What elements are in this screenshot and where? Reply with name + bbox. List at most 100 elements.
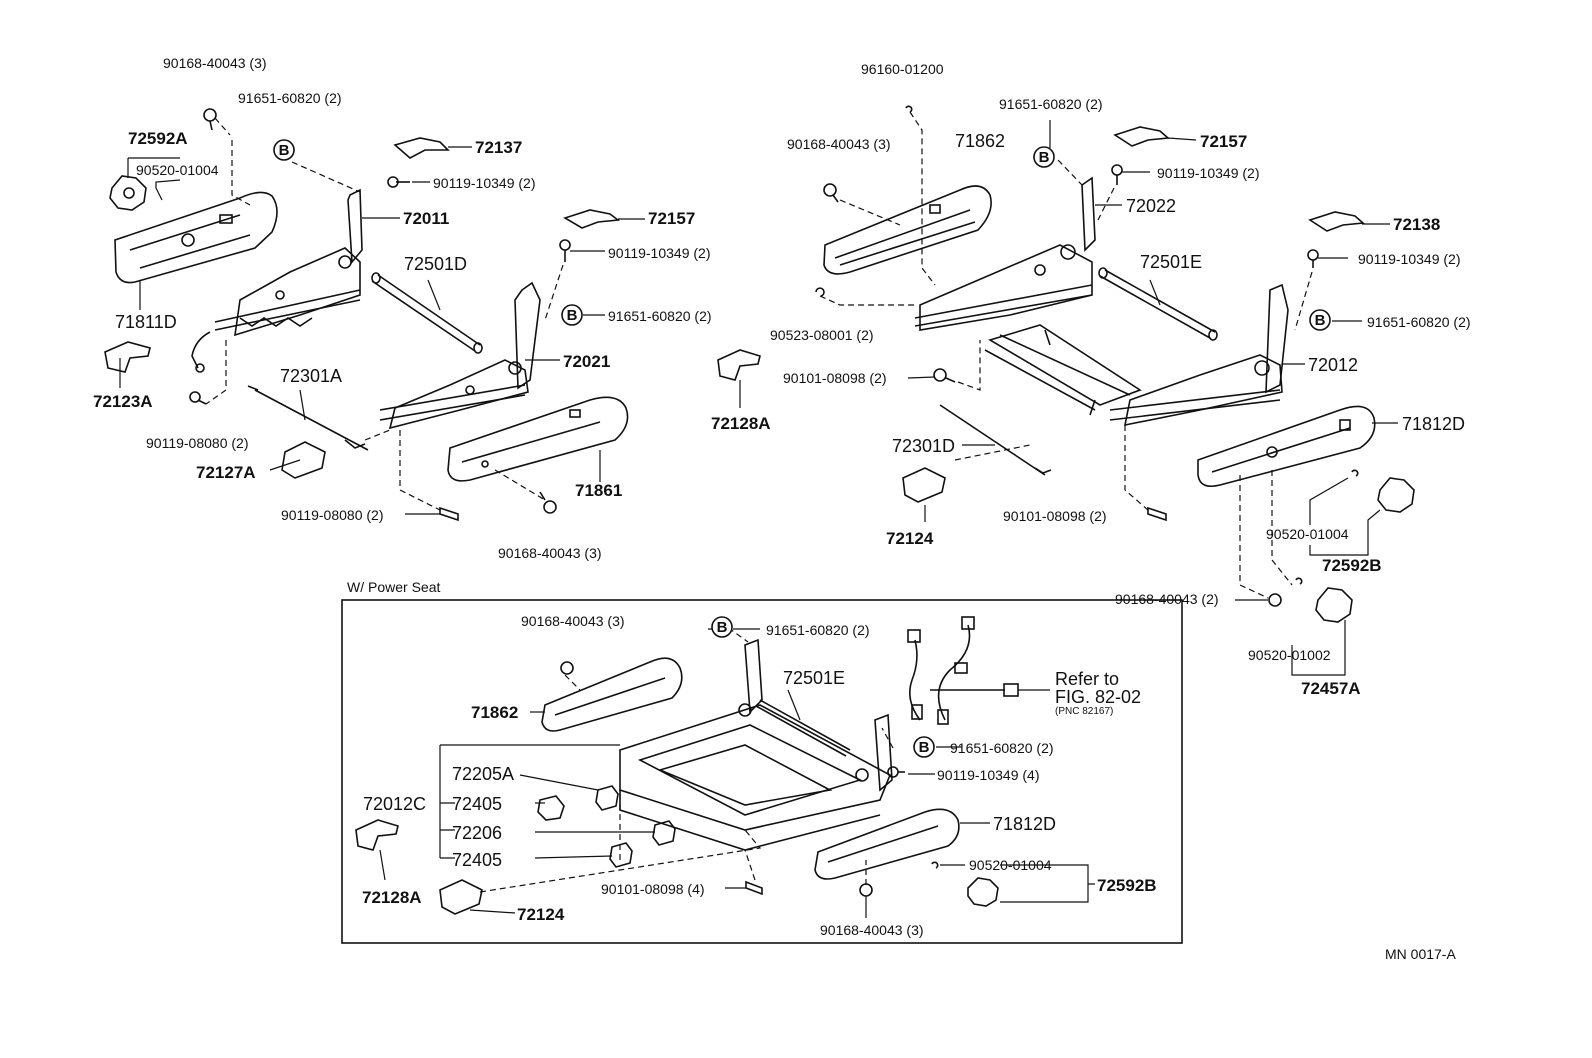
- label-91651-60820: 91651-60820 (2): [238, 90, 342, 106]
- cover-72127a: [281, 441, 326, 479]
- label-90168-40043: 90168-40043 (3): [521, 613, 625, 629]
- label-90119-08080: 90119-08080 (2): [281, 507, 384, 523]
- label-71811d: 71811D: [115, 312, 177, 332]
- power-knob-72592b: [967, 877, 999, 907]
- power-cover-72128a: [355, 819, 399, 851]
- seat-track-72022: [914, 176, 1096, 331]
- label-72405: 72405: [452, 850, 503, 870]
- label-71812d: 71812D: [1402, 414, 1466, 434]
- label-72301d: 72301D: [892, 436, 956, 456]
- label-90168-40043: 90168-40043 (3): [820, 922, 924, 938]
- label-90101-08098: 90101-08098 (2): [783, 370, 887, 386]
- label-72011: 72011: [403, 209, 450, 228]
- side-cover-71811d: [114, 191, 278, 284]
- label-90119-10349: 90119-10349 (2): [1157, 165, 1260, 181]
- bolts-right: [815, 105, 1359, 607]
- clip-72138: [1308, 211, 1365, 232]
- label-90119-10349: 90119-10349 (2): [1358, 251, 1461, 267]
- callout-b-2: B: [567, 307, 578, 324]
- callout-b-5: B: [717, 619, 728, 636]
- label-71862: 71862: [471, 703, 519, 722]
- callout-b-4: B: [1315, 312, 1326, 329]
- label-90168-40043: 90168-40043 (3): [498, 545, 602, 561]
- bolts-left: [189, 108, 571, 522]
- cover-72123a: [104, 341, 151, 373]
- label-90119-08080: 90119-08080 (2): [146, 435, 249, 451]
- power-seat-frame-body: [619, 638, 893, 851]
- label-72501d: 72501D: [404, 254, 468, 274]
- label-72012: 72012: [1308, 355, 1359, 375]
- clip-72137: [393, 137, 450, 159]
- label-pnc-82167: (PNC 82167): [1055, 706, 1114, 717]
- label-72457a: 72457A: [1301, 679, 1361, 698]
- label-71862: 71862: [955, 131, 1006, 151]
- cable-72301d: [939, 404, 1052, 476]
- label-72124: 72124: [517, 905, 565, 924]
- label-91651-60820: 91651-60820 (2): [766, 622, 870, 638]
- callout-b-6: B: [919, 739, 930, 756]
- label-72138: 72138: [1393, 215, 1441, 234]
- label-72137: 72137: [475, 138, 523, 157]
- label-90523-08001: 90523-08001 (2): [770, 327, 874, 343]
- label-72205a: 72205A: [452, 764, 515, 784]
- label-72157: 72157: [648, 209, 696, 228]
- leaders-right: B B: [739, 111, 1398, 676]
- label-91651-60820: 91651-60820 (2): [999, 96, 1103, 112]
- label-72124: 72124: [886, 529, 934, 548]
- label-72157: 72157: [1200, 132, 1248, 151]
- label-90168-40043: 90168-40043 (2): [1115, 591, 1219, 607]
- power-cover-72124: [439, 879, 483, 915]
- label-72405: 72405: [452, 794, 503, 814]
- label-90520-01004: 90520-01004: [1266, 526, 1349, 542]
- seat-track-72012: [1109, 283, 1289, 427]
- label-72128a: 72128A: [362, 888, 422, 907]
- seat-frame-right: [984, 324, 1142, 416]
- power-seat-frame: [341, 599, 1183, 944]
- clip-72157-left: [563, 209, 621, 229]
- label-72123a: 72123A: [93, 392, 153, 411]
- callout-b-3: B: [1039, 149, 1050, 166]
- power-rod-72501e: [755, 699, 851, 757]
- seat-track-72021: [379, 281, 541, 430]
- label-72022: 72022: [1126, 196, 1177, 216]
- label-72127a: 72127A: [196, 463, 256, 482]
- power-harness: [907, 616, 1019, 725]
- knob-72592b: [1377, 477, 1415, 513]
- label-91651-60820: 91651-60820 (2): [608, 308, 712, 324]
- leaders-left: B B: [119, 117, 645, 515]
- label-91651-60820: 91651-60820 (2): [950, 740, 1054, 756]
- diagram-code: MN 0017-A: [1385, 946, 1456, 962]
- power-seat-heading: W/ Power Seat: [347, 579, 441, 595]
- label-72301a: 72301A: [280, 366, 343, 386]
- leaders-power: B B: [379, 616, 1095, 918]
- power-motors: [537, 785, 676, 868]
- side-cover-71861: [447, 396, 629, 482]
- cover-71862: [823, 185, 992, 275]
- label-fig-82-02: FIG. 82-02: [1055, 687, 1142, 707]
- label-72592b: 72592B: [1322, 556, 1382, 575]
- cover-72124: [902, 467, 946, 503]
- right-seat-assembly: [717, 105, 1415, 623]
- knob-72457a: [1315, 587, 1353, 623]
- label-90101-08098: 90101-08098 (2): [1003, 508, 1107, 524]
- label-90119-10349: 90119-10349 (2): [608, 245, 711, 261]
- label-72501e: 72501E: [1140, 252, 1203, 272]
- clip-72157-right: [1113, 126, 1170, 147]
- left-seat-assembly: [104, 108, 629, 522]
- label-90119-10349: 90119-10349 (4): [937, 767, 1040, 783]
- label-96160-01200: 96160-01200: [861, 61, 944, 77]
- label-71812d: 71812D: [993, 814, 1057, 834]
- label-refer-to: Refer to: [1055, 669, 1120, 689]
- rod-72501e: [1098, 267, 1218, 341]
- label-72592a: 72592A: [128, 129, 188, 148]
- label-90520-01002: 90520-01002: [1248, 647, 1331, 663]
- label-72012c: 72012C: [363, 794, 427, 814]
- label-90168-40043: 90168-40043 (3): [163, 55, 267, 71]
- label-72021: 72021: [563, 352, 611, 371]
- knob-72592a: [109, 175, 147, 211]
- label-90119-10349: 90119-10349 (2): [433, 175, 536, 191]
- power-cover-71862: [541, 657, 683, 732]
- label-72592b: 72592B: [1097, 876, 1157, 895]
- label-72206: 72206: [452, 823, 503, 843]
